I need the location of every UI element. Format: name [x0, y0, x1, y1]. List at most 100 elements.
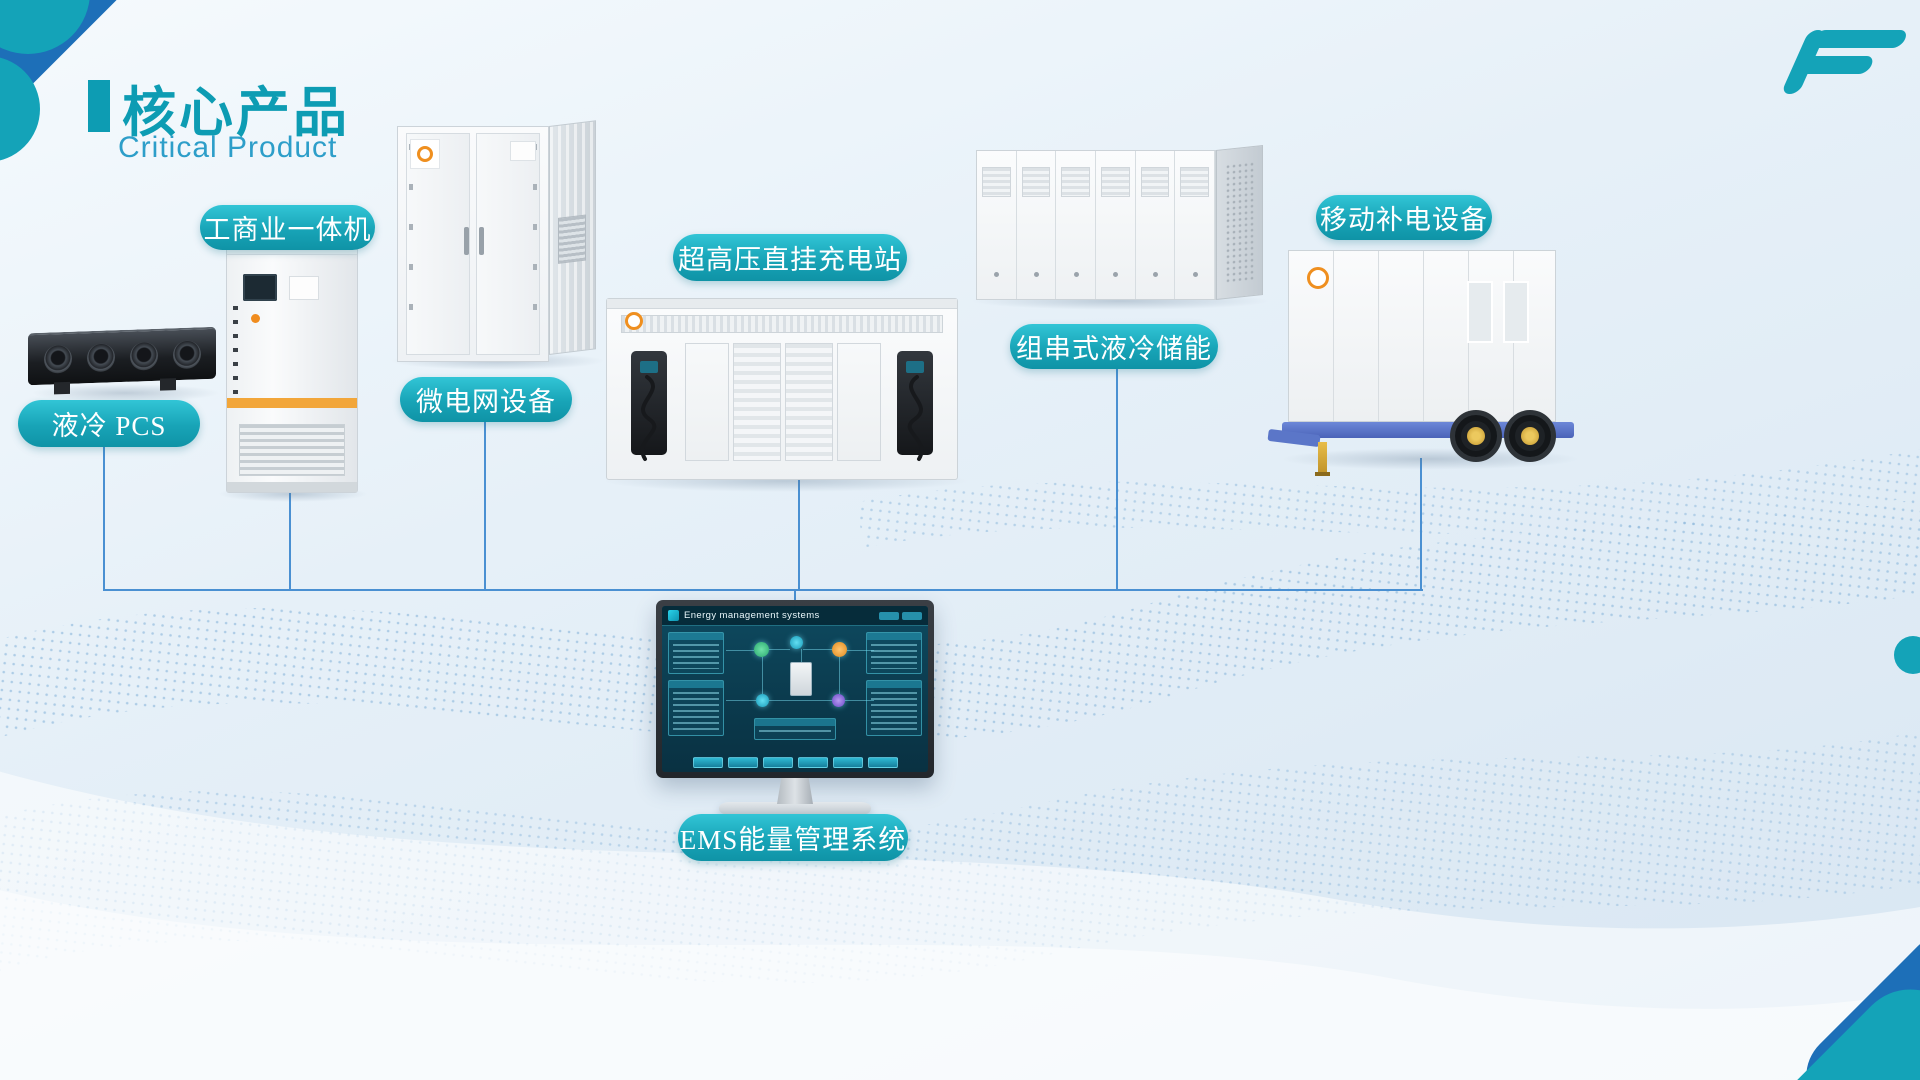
container-panel — [1467, 281, 1493, 343]
storage-door — [1135, 151, 1176, 299]
fan-icon — [43, 344, 72, 374]
product-mobile-charging — [1267, 250, 1582, 480]
ems-button — [832, 757, 863, 768]
door-vent — [1180, 167, 1210, 197]
connector-mobile-power — [1420, 458, 1422, 589]
wheel-hub — [1521, 427, 1539, 445]
ems-panel-right-top — [866, 632, 922, 674]
ems-button — [867, 757, 898, 768]
label-hv-charging-station: 超高压直挂充电站 — [673, 234, 907, 281]
ems-flow-line — [726, 700, 756, 701]
ems-panel-left-top — [668, 632, 724, 674]
label-ems: EMS能量管理系统 — [678, 814, 908, 861]
ems-node-purple — [832, 694, 845, 707]
container-door — [837, 343, 881, 461]
ems-node-green — [754, 642, 769, 657]
cabinet-hinge — [233, 306, 238, 416]
ems-flow-line — [769, 649, 790, 650]
side-vent — [558, 214, 586, 264]
label-microgrid: 微电网设备 — [400, 377, 572, 422]
ems-flow-line — [769, 700, 832, 701]
product-liquid-cooled-pcs — [28, 326, 216, 396]
fan-icon — [129, 341, 158, 371]
ems-flow-line — [726, 650, 754, 651]
ems-screen: Energy management systems — [662, 606, 928, 772]
monitor-stand-neck — [777, 778, 813, 804]
storage-side — [1216, 145, 1263, 300]
edge-decoration-teal-dot — [1894, 636, 1920, 674]
fan-icon — [86, 343, 115, 373]
brand-ring-icon — [417, 146, 433, 162]
ems-button — [692, 757, 723, 768]
ems-monitor: Energy management systems — [656, 600, 934, 815]
trailer-wheel — [1504, 410, 1556, 462]
connector-all-in-one — [289, 493, 291, 589]
ems-flow-line — [845, 700, 874, 701]
ems-button — [727, 757, 758, 768]
door-vent — [1140, 167, 1170, 197]
connector-microgrid — [484, 422, 486, 589]
pcs-foot — [54, 381, 70, 395]
ems-button — [797, 757, 828, 768]
charging-dispenser — [631, 351, 667, 461]
label-industrial-all-in-one: 工商业一体机 — [200, 205, 375, 250]
trailer-container — [1288, 250, 1556, 422]
wheel-hub — [1467, 427, 1485, 445]
pcs-foot — [160, 378, 176, 391]
product-hv-charging-station — [606, 298, 958, 480]
ems-flow-line — [801, 649, 802, 662]
brand-logo-icon — [1783, 30, 1906, 94]
ems-flow-line — [762, 657, 763, 694]
connector-string-storage — [1116, 369, 1118, 589]
ems-flow-line — [847, 650, 874, 651]
ems-node-cyan — [756, 694, 769, 707]
container-roof — [607, 299, 957, 309]
storage-door — [1056, 151, 1097, 299]
cabinet-indicator-led — [251, 314, 260, 323]
label-mobile-charging: 移动补电设备 — [1316, 195, 1492, 240]
ems-title: Energy management systems — [684, 610, 820, 621]
cabinet-orange-stripe — [227, 398, 357, 408]
page-subtitle: Critical Product — [118, 131, 338, 164]
monitor-bezel: Energy management systems — [656, 600, 934, 778]
ems-flow-line — [803, 649, 832, 650]
connector-ems — [794, 589, 796, 605]
container-side — [549, 120, 596, 355]
pcs-chassis — [28, 326, 216, 386]
container-panel — [1503, 281, 1529, 343]
ems-button — [762, 757, 793, 768]
product-microgrid-container — [397, 120, 597, 362]
trailer-wheel — [1450, 410, 1502, 462]
ems-panel-left-bottom — [668, 680, 724, 736]
door-vent — [982, 167, 1011, 197]
container-door — [406, 133, 470, 355]
label-liquid-cooled-pcs: 液冷 PCS — [18, 400, 200, 447]
door-handle — [464, 227, 469, 255]
louver-door — [733, 343, 781, 461]
cabinet-panel — [289, 276, 319, 300]
ems-panel-center-bottom — [754, 718, 836, 740]
shadow — [1280, 448, 1580, 470]
charging-cable-icon — [640, 375, 657, 461]
storage-door — [1175, 151, 1216, 299]
brand-ring-icon — [625, 312, 643, 330]
fan-icon — [172, 340, 201, 370]
ems-node-teal — [790, 636, 803, 649]
cabinet-top-cap — [227, 248, 357, 255]
connector-pcs — [103, 447, 105, 589]
cabinet-base — [227, 482, 357, 492]
door-vent — [1021, 167, 1051, 197]
container-door — [476, 133, 540, 355]
connector-charging-station — [798, 480, 800, 589]
roof-vent-band — [621, 315, 943, 333]
brand-ring-icon — [1307, 267, 1329, 289]
ems-button-row — [662, 757, 928, 768]
door-handle — [479, 227, 484, 255]
container-front — [397, 126, 549, 362]
corner-decoration-teal — [0, 0, 90, 54]
product-string-liquid-storage — [976, 145, 1264, 300]
ems-flow-line — [839, 657, 840, 694]
brand-badge — [410, 139, 440, 169]
cabinet-vent-grille — [239, 424, 345, 476]
